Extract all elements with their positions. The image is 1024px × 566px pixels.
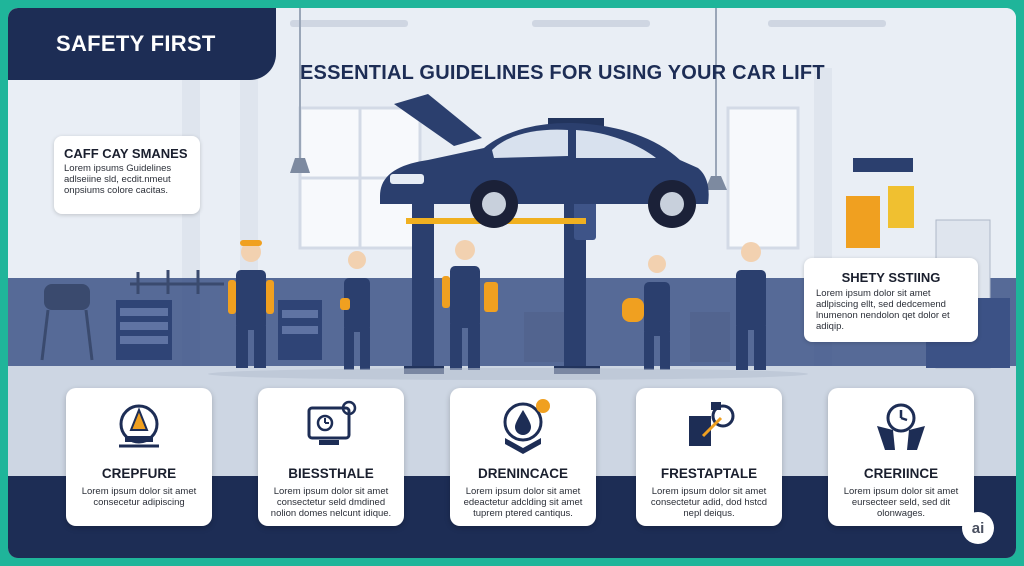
card-4-title: FRESTAPTALE xyxy=(660,466,758,481)
card-1-title: CREPFURE xyxy=(101,466,177,481)
card-3-title: DRENINCACE xyxy=(477,466,568,481)
headline: ESSENTIAL GUIDELINES FOR USING YOUR CAR … xyxy=(300,62,825,84)
card-1-body: Lorem ipsum dolor sit amet consecetur ad… xyxy=(81,486,197,509)
callout-right: SHETY SSTIING Lorem ipsum dolor sit amet… xyxy=(804,258,978,342)
guideline-card-5: CRERIINCE Lorem ipsum dolor sit amet eur… xyxy=(828,388,974,526)
gloved-hands-clock-icon xyxy=(877,403,925,450)
guideline-card-1: CREPFURE Lorem ipsum dolor sit amet cons… xyxy=(66,388,212,526)
card-2-body: Lorem ipsum dolor sit amet consectetur s… xyxy=(270,486,392,520)
callout-right-body: Lorem ipsum dolor sit amet adlpiscing el… xyxy=(816,288,950,332)
card-4-body: Lorem ipsum dolor sit amet consectetur a… xyxy=(650,486,768,520)
card-5-body: Lorem ipsum dolor sit amet eursecteer se… xyxy=(843,486,959,520)
infographic-frame: SAFETY FIRST ESSENTIAL GUIDELINES FOR US… xyxy=(8,8,1016,558)
callout-left: CAFF CAY SMANES Lorem ipsums Guidelines … xyxy=(54,136,200,214)
callout-left-body: Lorem ipsums Guidelines adlseiine sld, e… xyxy=(64,163,172,196)
ai-badge: ai xyxy=(962,512,994,544)
oil-drop-badge-icon xyxy=(503,399,550,454)
callout-right-title: SHETY SSTIING xyxy=(841,270,941,285)
guideline-card-3: DRENINCACE Lorem ipsum dolor sit amet ed… xyxy=(450,388,596,526)
card-3-body: Lorem ipsum dolor sit amet edeactetur ad… xyxy=(463,486,583,520)
title-tab: SAFETY FIRST xyxy=(8,8,276,80)
lift-pad-icon xyxy=(119,404,159,448)
guideline-card-4: FRESTAPTALE Lorem ipsum dolor sit amet c… xyxy=(636,388,782,526)
page-title: SAFETY FIRST xyxy=(56,31,216,56)
guideline-card-2: BIESSTHALE Lorem ipsum dolor sit amet co… xyxy=(258,388,404,526)
callout-left-title: CAFF CAY SMANES xyxy=(64,146,188,161)
card-5-title: CRERIINCE xyxy=(863,466,939,481)
monitor-clock-icon xyxy=(307,400,357,445)
card-2-title: BIESSTHALE xyxy=(288,466,374,481)
hydraulic-lever-icon xyxy=(689,402,735,446)
